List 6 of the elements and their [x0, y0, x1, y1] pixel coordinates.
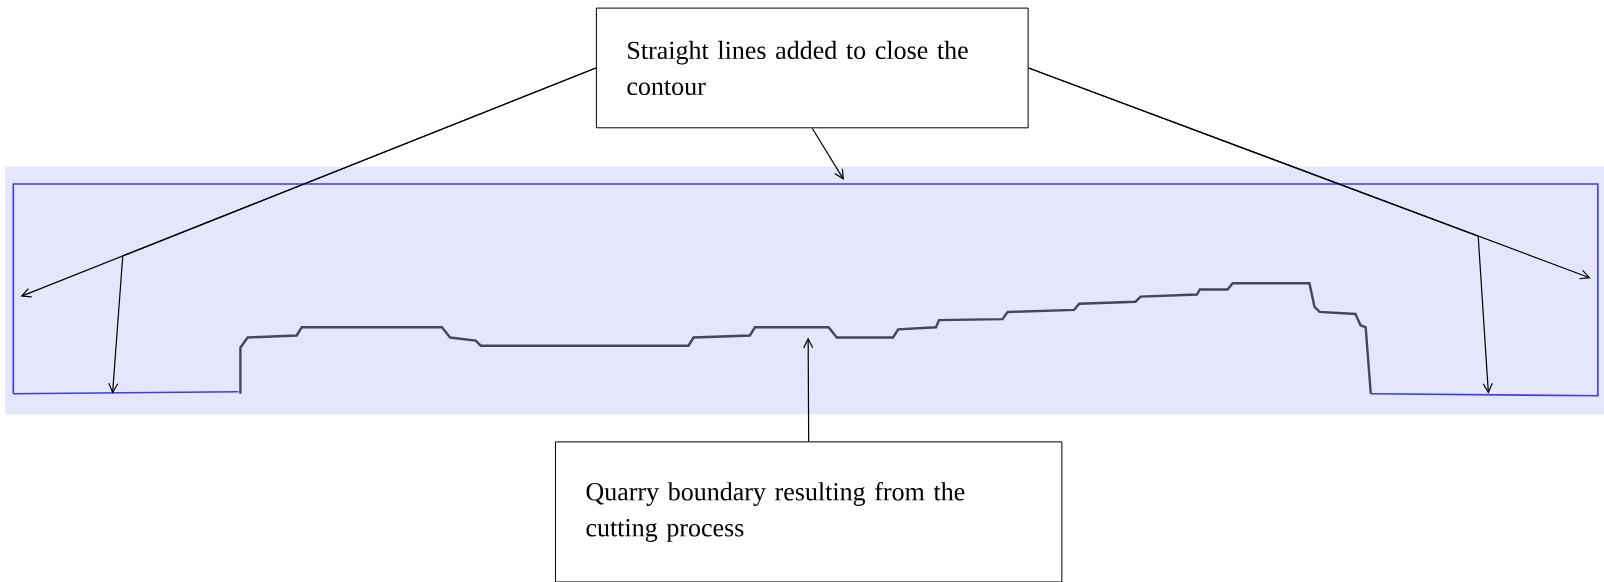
- text-box: Straight lines added to close the contour: [595, 7, 1029, 129]
- leader-arrow: [811, 127, 844, 180]
- text-box: Quarry boundary resulting from the cutting process: [554, 441, 1063, 582]
- leader-arrow: [803, 337, 814, 442]
- leader-arrow: [1028, 67, 1493, 394]
- leader-arrow: [108, 67, 597, 394]
